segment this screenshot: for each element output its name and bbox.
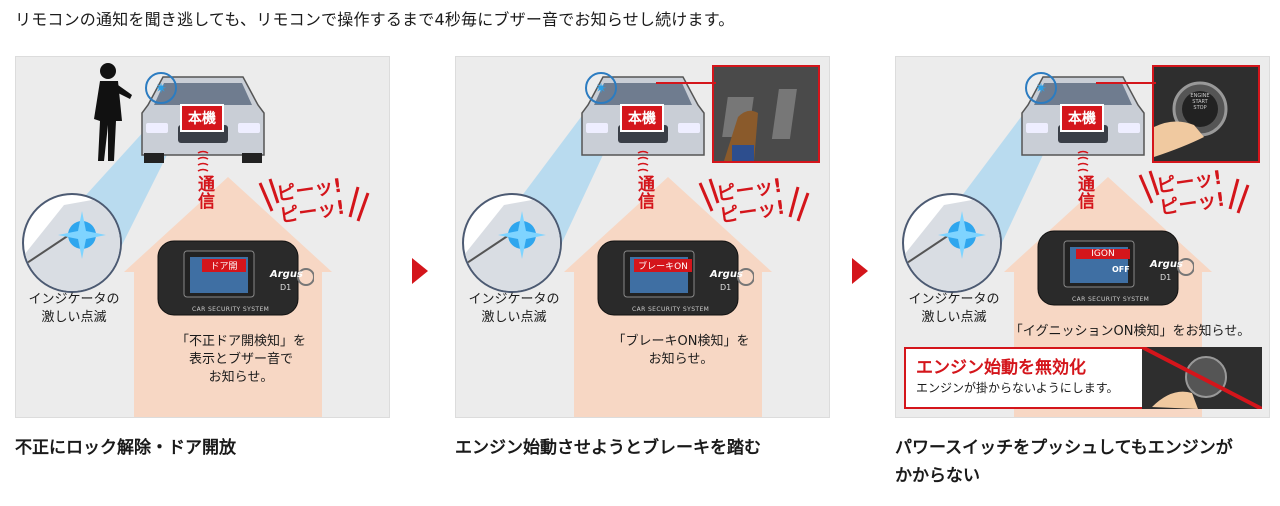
remote-model: D1 <box>720 283 732 292</box>
unit-badge: 本機 <box>1060 104 1104 132</box>
indicator-flash-icon <box>464 195 560 291</box>
intro-text: リモコンの通知を聞き逃しても、リモコンで操作するまで4秒毎にブザー音でお知らせし… <box>15 10 735 29</box>
wave-icon <box>197 150 209 172</box>
person-icon <box>94 63 132 161</box>
indicator-circle-icon: ✷ <box>585 72 617 104</box>
connector-line <box>1096 82 1156 84</box>
next-arrow-icon <box>412 258 428 284</box>
remote-screen-label: IGON <box>1076 249 1130 259</box>
unit-badge: 本機 <box>180 104 224 132</box>
svg-text:✷: ✷ <box>595 81 607 97</box>
start-button-text: ENGINE START STOP <box>1190 93 1210 111</box>
indicator-zoom <box>22 193 122 293</box>
next-arrow-icon <box>852 258 868 284</box>
remote-control-icon <box>157 240 314 316</box>
beep-group: ピーッ! ピーッ! <box>694 175 814 243</box>
wave-icon <box>1077 150 1089 172</box>
scenario-panel-brake: ✷ 本機 通信 インジケータの 激しい点滅 ピーッ! ピーッ! <box>455 56 830 418</box>
remote-model: D1 <box>1160 273 1172 282</box>
remote-system-label: CAR SECURITY SYSTEM <box>1072 296 1150 303</box>
indicator-circle-icon: ✷ <box>145 72 177 104</box>
push-start-icon <box>1154 67 1258 161</box>
indicator-label: インジケータの 激しい点滅 <box>908 292 1000 325</box>
connector-line <box>656 82 716 84</box>
svg-text:✷: ✷ <box>155 81 167 97</box>
disabled-start-icon <box>1142 347 1262 409</box>
remote-system-label: CAR SECURITY SYSTEM <box>192 306 270 313</box>
remote-system-label: CAR SECURITY SYSTEM <box>632 306 710 313</box>
notice-text: 「不正ドア開検知」を 表示とブザー音で お知らせ。 <box>175 334 306 385</box>
unit-badge: 本機 <box>620 104 664 132</box>
brake-inset <box>712 65 820 163</box>
caption-brake: エンジン始動させようとブレーキを踏む <box>455 438 761 458</box>
brake-pedal-icon <box>714 67 818 161</box>
indicator-zoom <box>902 193 1002 293</box>
indicator-label: インジケータの 激しい点滅 <box>28 292 120 325</box>
alert-lines-icon <box>698 178 810 222</box>
indicator-zoom <box>462 193 562 293</box>
remote-screen-status: OFF <box>1112 265 1130 274</box>
caption-ignition: パワースイッチをプッシュしてもエンジンが かからない <box>895 438 1233 486</box>
indicator-circle-icon: ✷ <box>1025 72 1057 104</box>
notice-text: 「イグニッションON検知」をお知らせ。 <box>1009 324 1251 339</box>
scenario-panel-ignition: ✷ ENGINE START STOP 本機 通信 インジケータの 激しい点滅 … <box>895 56 1270 418</box>
start-button-inset: ENGINE START STOP <box>1152 65 1260 163</box>
indicator-flash-icon <box>904 195 1000 291</box>
alert-lines-icon <box>258 178 370 222</box>
indicator-flash-icon <box>24 195 120 291</box>
remote-brand: Argus <box>270 269 303 280</box>
remote-screen-label: ブレーキON <box>634 259 692 272</box>
indicator-label: インジケータの 激しい点滅 <box>468 292 560 325</box>
disable-title: エンジン始動を無効化 <box>916 358 1086 378</box>
alert-lines-icon <box>1138 170 1250 214</box>
comm-label: 通信 <box>1074 175 1094 209</box>
disable-engine-box: エンジン始動を無効化 エンジンが掛からないようにします。 <box>904 347 1146 409</box>
wave-icon <box>637 150 649 172</box>
remote-brand: Argus <box>710 269 743 280</box>
remote-brand: Argus <box>1150 259 1183 270</box>
disable-subtitle: エンジンが掛からないようにします。 <box>916 381 1119 395</box>
comm-label: 通信 <box>194 175 214 209</box>
beep-group: ピーッ! ピーッ! <box>254 175 374 243</box>
remote-screen-label: ドア開 <box>202 259 246 272</box>
remote-model: D1 <box>280 283 292 292</box>
caption-door: 不正にロック解除・ドア開放 <box>15 438 236 458</box>
scenario-panel-door: ✷ 本機 通信 インジケータの 激しい点滅 ピーッ! ピーッ! ドア開 Argu… <box>15 56 390 418</box>
notice-text: 「ブレーキON検知」を お知らせ。 <box>612 334 750 367</box>
svg-text:✷: ✷ <box>1035 81 1047 97</box>
comm-label: 通信 <box>634 175 654 209</box>
beep-group: ピーッ! ピーッ! <box>1134 167 1254 235</box>
